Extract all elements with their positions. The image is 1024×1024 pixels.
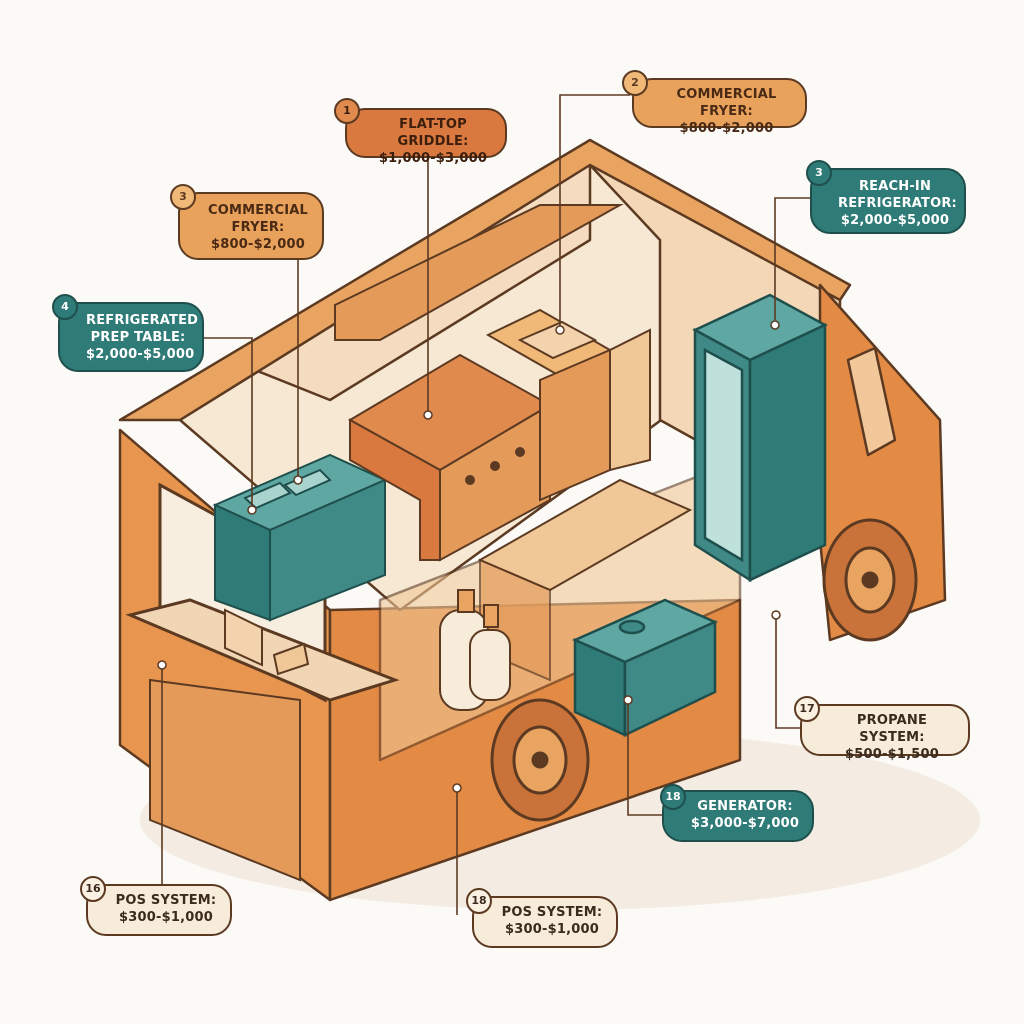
callout-cost: $500-$1,500	[845, 747, 939, 762]
rear-wheel	[490, 698, 590, 822]
callout-name: PROPANE SYSTEM:	[856, 713, 928, 745]
callout-number-badge: 4	[52, 294, 78, 320]
rear-door	[149, 678, 301, 882]
pos-terminal	[224, 608, 310, 676]
callout-propane-system: PROPANE SYSTEM: $500-$1,500	[800, 704, 970, 762]
callout-cost: $3,000-$7,000	[690, 816, 800, 831]
exhaust-hood	[334, 204, 624, 341]
callout-number-badge: 2	[622, 70, 648, 96]
callout-pos-system-16: POS SYSTEM: $300-$1,000	[86, 884, 232, 936]
callout-refrigerated-prep-table: REFRIGERATED PREP TABLE: $2,000-$5,000	[58, 302, 204, 372]
callout-number-badge: 3	[806, 160, 832, 186]
callout-number-badge: 18	[660, 784, 686, 810]
callout-commercial-fryer-top: COMMERCIAL FRYER: $800-$2,000	[632, 78, 807, 136]
callout-name: REFRIGERATED PREP TABLE:	[86, 313, 199, 345]
callout-name: POS SYSTEM:	[501, 905, 603, 920]
callout-cost: $800-$2,000	[211, 237, 305, 252]
callout-pos-system-18: POS SYSTEM: $300-$1,000	[472, 896, 618, 948]
callout-name: COMMERCIAL FRYER:	[207, 203, 309, 235]
callout-name: FLAT-TOP GRIDDLE:	[397, 117, 469, 149]
propane-tanks	[439, 589, 511, 711]
callout-number-badge: 18	[466, 888, 492, 914]
callout-name: GENERATOR:	[697, 799, 793, 814]
leader-dots	[157, 320, 781, 793]
front-wheel	[822, 518, 918, 642]
callout-number-badge: 3	[170, 184, 196, 210]
callout-commercial-fryer-left: COMMERCIAL FRYER: $800-$2,000	[178, 192, 324, 260]
callout-reach-in-refrigerator: REACH-IN REFRIGERATOR: $2,000-$5,000	[810, 168, 966, 234]
flat-top-griddle	[347, 353, 553, 562]
generator	[571, 598, 719, 737]
callout-cost: $2,000-$5,000	[86, 347, 195, 362]
callout-cost: $800-$2,000	[679, 121, 774, 136]
commercial-fryer	[485, 308, 651, 502]
callout-name: REACH-IN REFRIGERATOR:	[838, 179, 957, 211]
callout-cost: $300-$1,000	[119, 910, 213, 925]
reach-in-refrigerator	[692, 293, 828, 583]
callout-name: POS SYSTEM:	[115, 893, 217, 908]
callout-generator: GENERATOR: $3,000-$7,000	[662, 790, 814, 842]
callout-name: COMMERCIAL FRYER:	[676, 87, 777, 119]
callout-number-badge: 1	[334, 98, 360, 124]
callout-cost: $2,000-$5,000	[840, 213, 950, 228]
callout-cost: $1,000-$3,000	[378, 151, 488, 166]
leader-lines	[161, 94, 810, 915]
refrigerated-prep-table	[212, 453, 388, 622]
callout-cost: $300-$1,000	[505, 922, 599, 937]
callout-number-badge: 17	[794, 696, 820, 722]
callout-flat-top-griddle: FLAT-TOP GRIDDLE: $1,000-$3,000	[345, 108, 507, 166]
callout-number-badge: 16	[80, 876, 106, 902]
